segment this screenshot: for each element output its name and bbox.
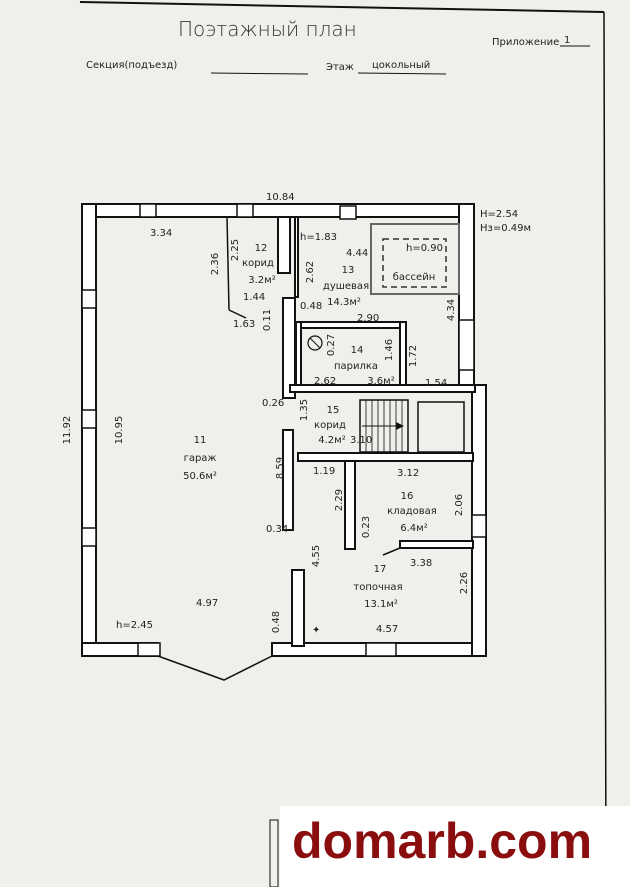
svg-text:11: 11 <box>194 435 207 446</box>
svg-text:1.63: 1.63 <box>233 319 255 330</box>
svg-text:2.06: 2.06 <box>454 494 465 516</box>
svg-text:1.35: 1.35 <box>299 399 310 421</box>
svg-text:0.27: 0.27 <box>326 334 337 356</box>
floor-label: Этаж <box>326 62 354 73</box>
room-labels: 11 гараж 50.6м² 12 корид 3.2м² 13 душева… <box>183 243 437 610</box>
svg-text:топочная: топочная <box>353 582 402 593</box>
svg-text:0.26: 0.26 <box>262 398 284 409</box>
svg-text:12: 12 <box>255 243 268 254</box>
svg-text:Нз=0.49м: Нз=0.49м <box>480 223 531 234</box>
svg-text:корид: корид <box>314 420 346 431</box>
svg-text:6.4м²: 6.4м² <box>400 523 427 534</box>
svg-text:8.59: 8.59 <box>275 457 286 479</box>
svg-text:3.6м²: 3.6м² <box>367 376 394 387</box>
svg-text:3.38: 3.38 <box>410 558 432 569</box>
svg-text:h=2.45: h=2.45 <box>116 620 153 631</box>
svg-text:кладовая: кладовая <box>387 506 437 517</box>
svg-text:1.19: 1.19 <box>313 466 335 477</box>
height-marks: H=2.54 Нз=0.49м h=0.90 h=1.83 h=2.45 <box>116 209 531 631</box>
svg-text:0.34: 0.34 <box>266 524 288 535</box>
appendix-label: Приложение <box>492 37 559 48</box>
svg-text:H=2.54: H=2.54 <box>480 209 518 220</box>
svg-text:11.92: 11.92 <box>62 416 73 445</box>
svg-text:2.26: 2.26 <box>459 572 470 594</box>
svg-text:гараж: гараж <box>184 453 217 464</box>
svg-text:4.55: 4.55 <box>311 545 322 567</box>
svg-text:0.48: 0.48 <box>271 611 282 633</box>
frame-top <box>79 1 605 13</box>
svg-text:2.25: 2.25 <box>230 239 241 261</box>
plan-title: Поэтажный план <box>178 17 357 41</box>
svg-text:17: 17 <box>374 564 387 575</box>
watermark-logo: domarb.com <box>292 813 593 869</box>
svg-text:14.3м²: 14.3м² <box>327 297 361 308</box>
svg-text:2.29: 2.29 <box>334 489 345 511</box>
appendix-value: 1 <box>564 35 570 46</box>
svg-text:3.12: 3.12 <box>397 468 419 479</box>
frame-right <box>603 11 607 887</box>
svg-text:2.36: 2.36 <box>210 253 221 275</box>
svg-text:2.90: 2.90 <box>357 313 379 324</box>
svg-text:14: 14 <box>351 345 364 356</box>
stamp-box <box>269 819 279 887</box>
svg-text:10.84: 10.84 <box>266 192 295 203</box>
svg-text:1.46: 1.46 <box>384 339 395 361</box>
svg-text:1.44: 1.44 <box>243 292 265 303</box>
svg-text:10.95: 10.95 <box>114 416 125 445</box>
section-label: Секция(подъезд) <box>86 60 177 71</box>
svg-text:1.72: 1.72 <box>408 345 419 367</box>
pool-label: бассейн <box>393 272 435 283</box>
svg-text:13.1м²: 13.1м² <box>364 599 398 610</box>
svg-text:3.2м²: 3.2м² <box>248 275 275 286</box>
svg-text:4.97: 4.97 <box>196 598 218 609</box>
svg-text:h=0.90: h=0.90 <box>406 243 443 254</box>
svg-text:50.6м²: 50.6м² <box>183 471 217 482</box>
svg-text:3.10: 3.10 <box>350 435 372 446</box>
svg-text:душевая: душевая <box>323 281 369 292</box>
svg-text:1.54: 1.54 <box>425 378 447 389</box>
svg-text:15: 15 <box>327 405 340 416</box>
svg-text:0.48: 0.48 <box>300 301 322 312</box>
dimensions: 10.84 3.34 11.92 10.95 4.97 2.36 2.25 1.… <box>62 192 470 635</box>
outer-walls <box>81 203 487 681</box>
windows <box>81 203 487 657</box>
svg-text:h=1.83: h=1.83 <box>300 232 337 243</box>
floor-value: цокольный <box>372 60 430 71</box>
svg-text:парилка: парилка <box>334 361 378 372</box>
svg-text:4.44: 4.44 <box>346 248 368 259</box>
shower-icon <box>307 335 323 351</box>
svg-text:3.34: 3.34 <box>150 228 172 239</box>
svg-text:2.62: 2.62 <box>305 261 316 283</box>
svg-text:корид: корид <box>242 258 274 269</box>
svg-text:4.34: 4.34 <box>446 299 457 321</box>
watermark-box <box>280 806 630 887</box>
interior-walls: ✦ <box>226 216 476 647</box>
svg-text:0.23: 0.23 <box>361 516 372 538</box>
svg-text:16: 16 <box>401 491 414 502</box>
svg-text:2.62: 2.62 <box>314 376 336 387</box>
svg-text:4.2м²: 4.2м² <box>318 435 345 446</box>
boiler-icon: ✦ <box>312 625 320 636</box>
svg-text:0.11: 0.11 <box>262 309 273 331</box>
svg-text:13: 13 <box>342 265 355 276</box>
svg-text:4.57: 4.57 <box>376 624 398 635</box>
